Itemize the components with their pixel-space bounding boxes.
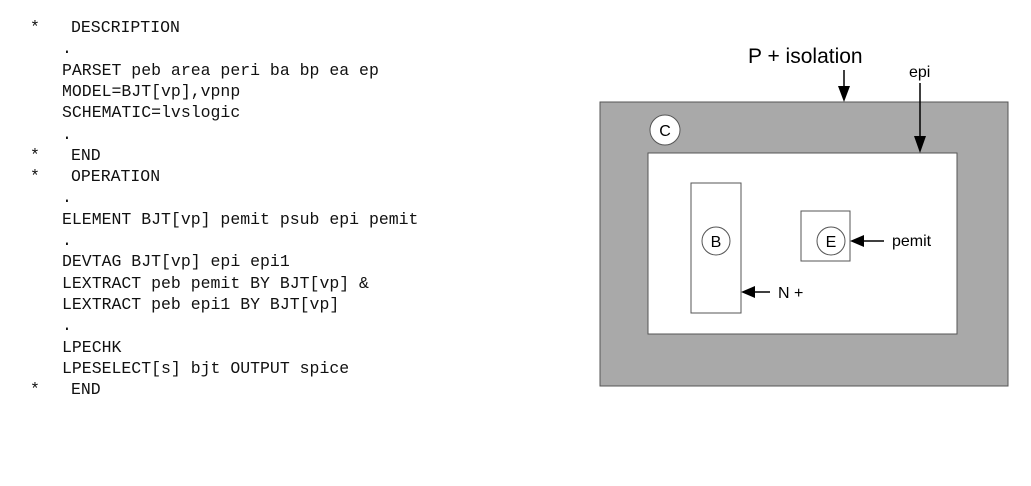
code-text: PARSET peb area peri ba bp ea ep	[62, 60, 379, 80]
pemit-arrow-head	[850, 235, 864, 247]
epi-arrow-head	[914, 136, 926, 153]
comment-star: *	[30, 18, 40, 37]
comment-star: *	[30, 167, 40, 187]
code-text: .	[62, 188, 72, 208]
rule-file-code: *DESCRIPTION.PARSET peb area peri ba bp …	[30, 18, 419, 400]
isolation-arrow-head	[838, 86, 850, 102]
epi-label: epi	[909, 64, 930, 81]
code-text: LEXTRACT peb epi1 BY BJT[vp]	[62, 294, 340, 314]
base-circle	[701, 226, 731, 256]
code-text: .	[62, 124, 72, 144]
code-text: ELEMENT BJT[vp] pemit psub epi pemit	[62, 209, 419, 229]
code-text: OPERATION	[71, 167, 161, 187]
code-text: LEXTRACT peb pemit BY BJT[vp] &	[62, 273, 369, 293]
code-text: LPESELECT[s] bjt OUTPUT spice	[62, 358, 350, 378]
base-label: B	[711, 234, 722, 251]
nplus-arrow-head	[741, 286, 755, 298]
code-text: SCHEMATIC=lvslogic	[62, 103, 241, 123]
code-text: .	[62, 231, 72, 250]
code-text: END	[71, 380, 101, 400]
code-text: DEVTAG BJT[vp] epi epi1	[62, 252, 290, 272]
comment-star: *	[30, 380, 40, 400]
diagram-svg: C B E P + isolation epi pemit N +	[599, 45, 1009, 387]
collector-circle	[649, 114, 681, 146]
bjt-layout-diagram: C B E P + isolation epi pemit N +	[595, 30, 1015, 390]
nplus-label: N +	[778, 285, 803, 302]
code-text: LPECHK	[62, 337, 122, 357]
pemit-label: pemit	[892, 233, 932, 250]
code-text: MODEL=BJT[vp],vpnp	[62, 81, 241, 101]
emitter-circle	[816, 226, 846, 256]
emitter-label: E	[826, 234, 837, 251]
comment-star: *	[30, 145, 40, 165]
isolation-label: P + isolation	[748, 45, 863, 68]
code-text: .	[62, 39, 72, 59]
code-text: DESCRIPTION	[71, 18, 180, 37]
code-text: .	[62, 316, 72, 336]
collector-label: C	[659, 123, 671, 140]
code-text: END	[71, 145, 101, 165]
